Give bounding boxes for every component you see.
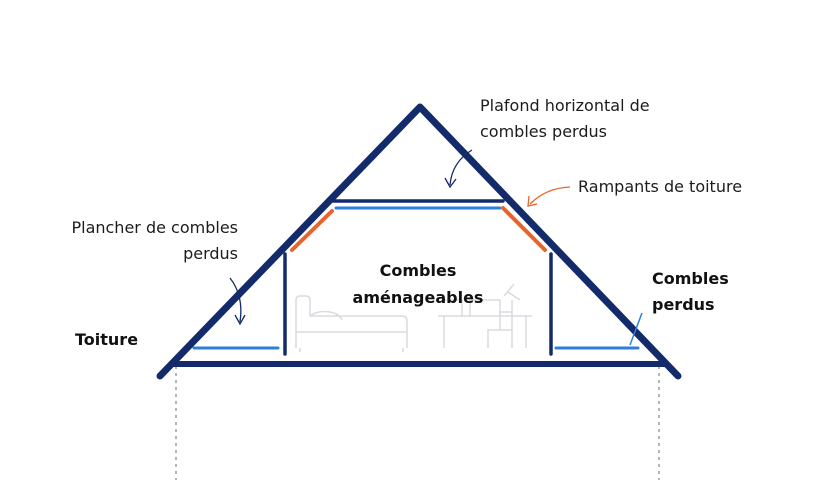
lamp-icon (503, 283, 521, 316)
arrow-plancher-head (234, 314, 246, 326)
roof-structure (156, 103, 682, 380)
label-plafond-line2: combles perdus (480, 122, 607, 141)
arrow-plancher (229, 277, 242, 323)
desk-icon (438, 299, 532, 348)
rampant-right (501, 206, 547, 252)
arrow-rampants (529, 186, 571, 205)
arrow-rampants-head (527, 195, 538, 207)
label-combles-amenageables-line2: aménageables (353, 288, 484, 307)
label-combles-amenageables-line1: Combles (380, 261, 457, 280)
pointer-combles-perdus (629, 312, 643, 346)
furniture-sketch (295, 283, 532, 352)
annotation-arrows (229, 149, 643, 346)
label-combles-perdus-line1: Combles (652, 269, 729, 288)
chair-icon (487, 311, 513, 348)
bed-icon (295, 295, 408, 352)
label-toiture: Toiture (75, 330, 138, 349)
label-combles-perdus-line2: perdus (652, 295, 715, 314)
arrow-plafond (449, 149, 473, 186)
label-rampants: Rampants de toiture (578, 177, 742, 196)
label-plafond-line1: Plafond horizontal de (480, 96, 650, 115)
arrow-plafond-head (444, 177, 457, 189)
label-plancher-line1: Plancher de combles (71, 218, 238, 237)
roof-outline (156, 103, 682, 380)
rampant-insulation (290, 206, 547, 252)
insulation (192, 206, 640, 350)
rampant-left (290, 209, 334, 252)
shelf-icon (444, 299, 463, 316)
label-plancher-line2: perdus (183, 244, 238, 263)
